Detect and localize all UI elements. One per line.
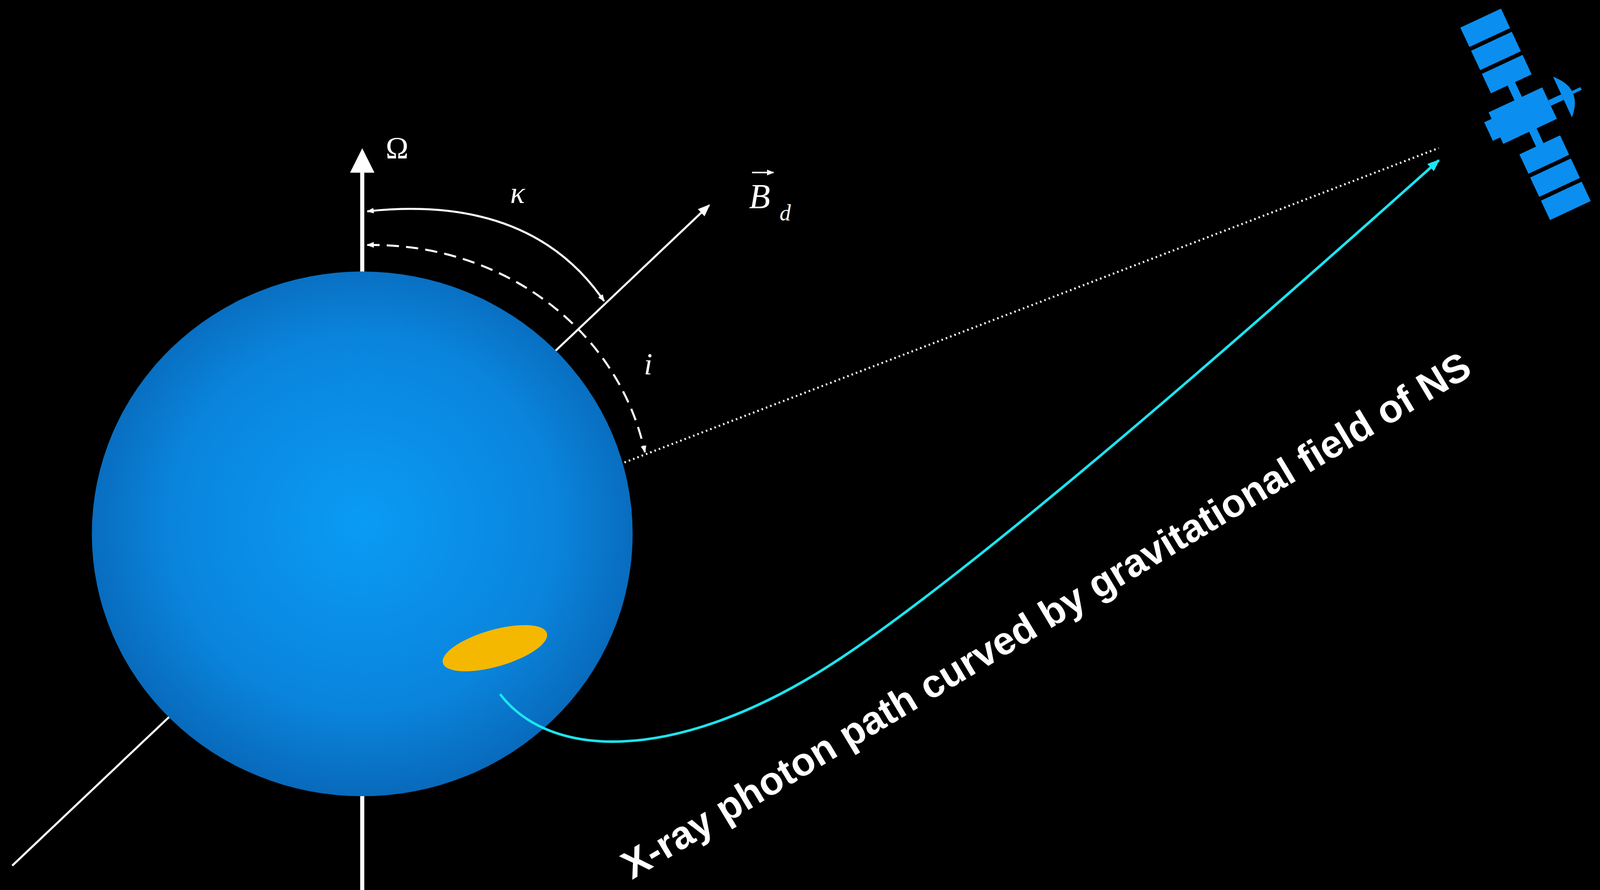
photon-path-label: X-ray photon path curved by gravitationa… bbox=[614, 345, 1477, 885]
axis-label: Ω bbox=[385, 132, 409, 164]
kappa-arc bbox=[367, 208, 605, 301]
line-of-sight bbox=[624, 147, 1439, 463]
angle-label: κ bbox=[510, 177, 525, 209]
hot-spot bbox=[437, 615, 553, 681]
neutron-star bbox=[92, 271, 633, 796]
vector-arrow bbox=[751, 171, 774, 174]
angle-label: i bbox=[643, 348, 653, 380]
inclination-arc bbox=[367, 244, 645, 453]
magnetic-axis bbox=[12, 205, 710, 866]
satellite-icon bbox=[1443, 0, 1600, 228]
subscript-label: d bbox=[779, 202, 792, 225]
vector-label: B bbox=[749, 179, 771, 215]
